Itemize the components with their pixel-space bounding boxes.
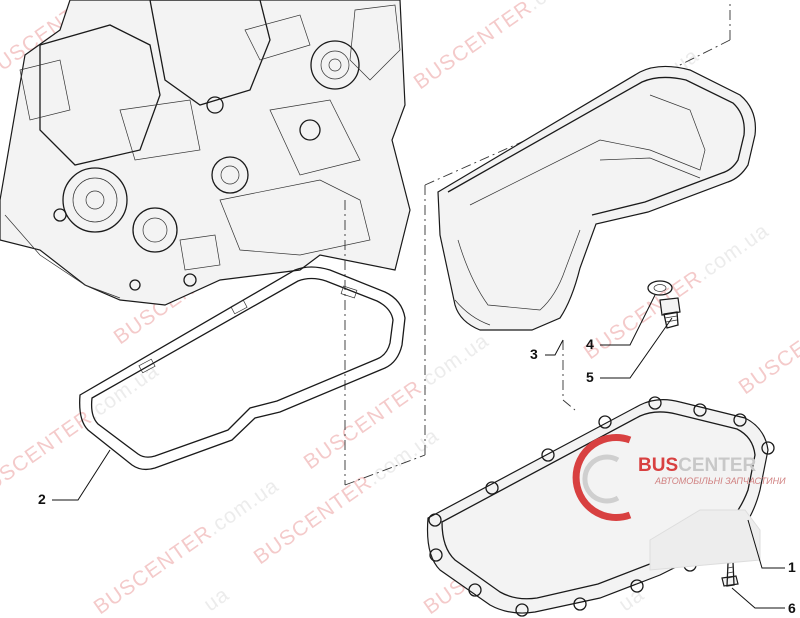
callout-labels: 1 2 3 4 5 6	[38, 336, 796, 616]
watermark-text: ua	[200, 583, 234, 616]
callout-4: 4	[586, 336, 594, 352]
callout-6: 6	[788, 600, 796, 616]
logo-tagline: АВТОМОБІЛЬНІ ЗАПЧАСТИНИ	[654, 476, 786, 486]
callout-2: 2	[38, 491, 46, 507]
upper-oil-pan	[437, 65, 757, 331]
callout-1: 1	[788, 559, 796, 575]
logo-inner-arc-icon	[582, 454, 620, 504]
callout-5: 5	[586, 369, 594, 385]
pan-bolt	[721, 561, 739, 587]
drain-plug-washer	[647, 280, 673, 296]
watermark-text: BUSCENTER.com.ua	[0, 359, 163, 504]
callout-3: 3	[530, 346, 538, 362]
oil-pan-gasket	[79, 266, 406, 471]
watermark-text: BUSCENTER	[735, 301, 800, 399]
engine-block	[0, 0, 411, 306]
logo-arc-icon	[572, 434, 632, 521]
van-silhouette-icon	[649, 509, 761, 571]
drain-plug	[659, 297, 681, 329]
lower-oil-pan	[426, 396, 775, 617]
logo-name: BUSCENTER	[638, 455, 757, 476]
watermark-text: BUSCENTER.com.ua	[410, 0, 604, 94]
watermark-text: BUSCENTER.com.ua	[580, 219, 774, 364]
leader-lines	[52, 294, 785, 609]
buscenter-logo: BUSCENTER АВТОМОБІЛЬНІ ЗАПЧАСТИНИ	[572, 434, 786, 571]
